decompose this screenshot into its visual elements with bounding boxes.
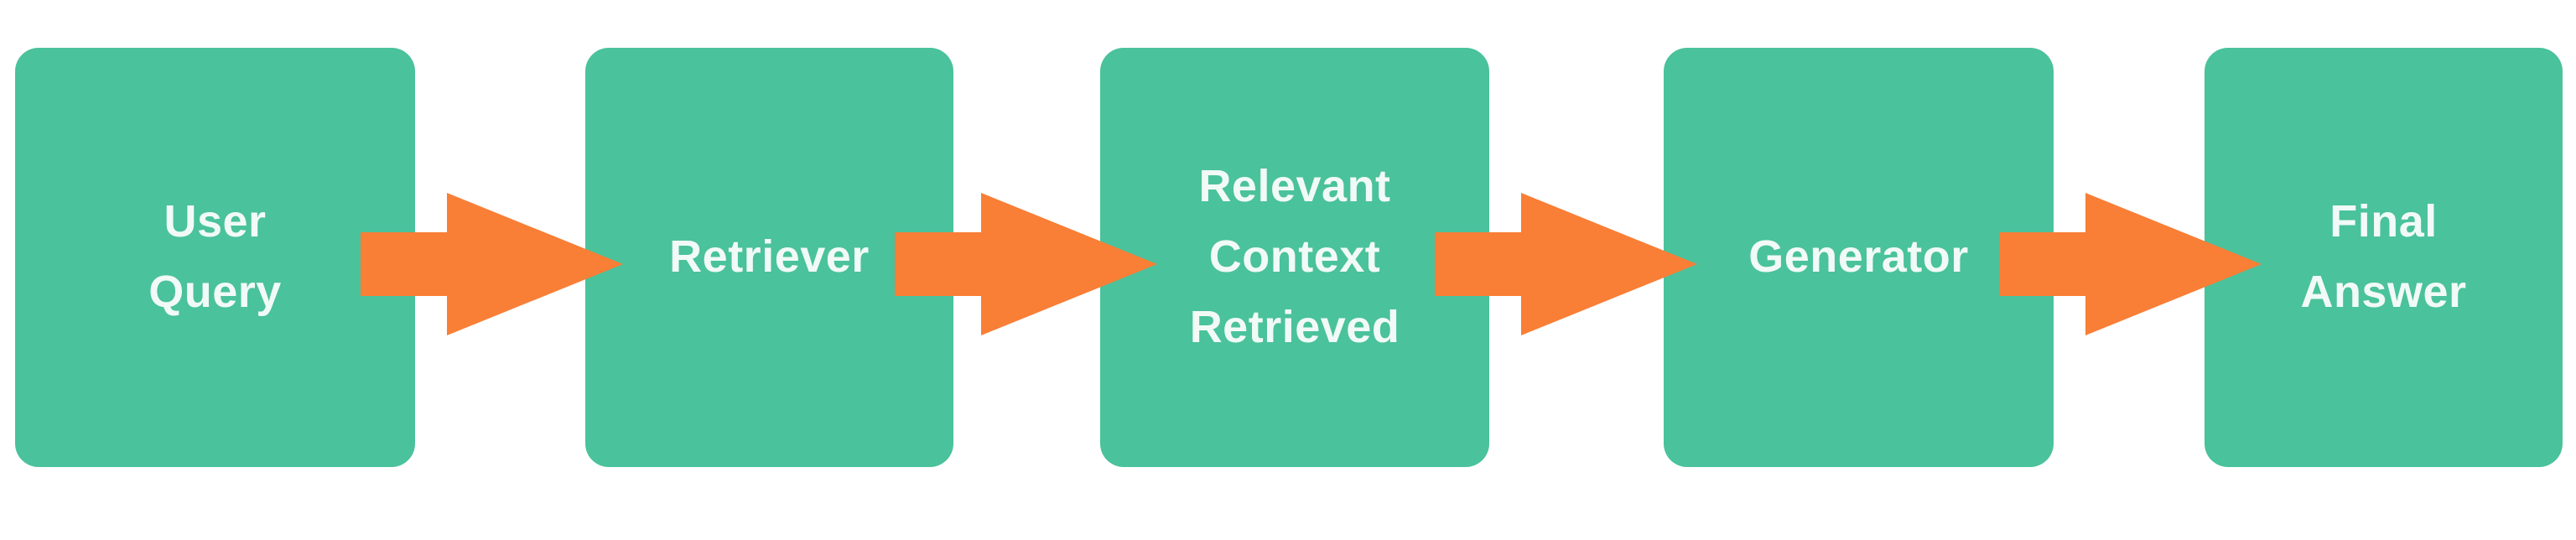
node-user-query-label: User Query [148, 196, 282, 317]
node-retriever-label: Retriever [669, 231, 870, 283]
node-user-query: User Query [15, 48, 415, 467]
node-retriever: Retriever [585, 48, 953, 467]
node-generator-label: Generator [1748, 231, 1969, 283]
node-relevant-context-retrieved: Relevant Context Retrieved [1100, 48, 1489, 467]
node-final-answer-label: Final Answer [2300, 196, 2467, 317]
arrow-icon-retriever-to-relevant-context [895, 193, 1157, 335]
node-generator: Generator [1664, 48, 2054, 467]
arrow-icon-relevant-context-to-generator [1435, 193, 1697, 335]
node-final-answer: Final Answer [2205, 48, 2563, 467]
arrow-icon-generator-to-final-answer [1999, 193, 2262, 335]
arrow-icon-user-query-to-retriever [361, 193, 623, 335]
node-relevant-context-retrieved-label: Relevant Context Retrieved [1189, 161, 1400, 352]
